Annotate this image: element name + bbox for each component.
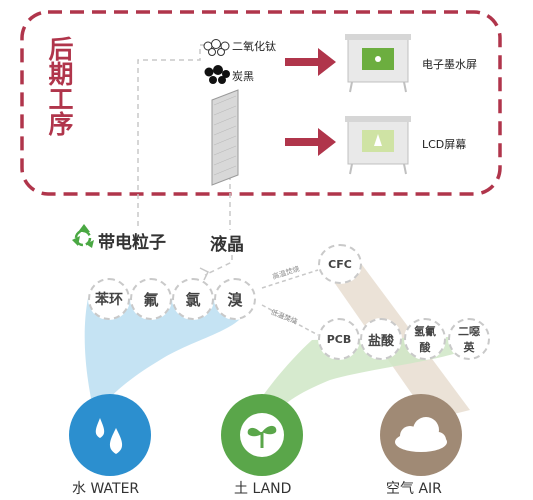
node-chlorine: 氯 [172, 278, 214, 320]
arrow-lcd [285, 128, 336, 156]
lc-panel-grid [213, 95, 237, 176]
node-benzene: 苯环 [88, 278, 130, 320]
node-benzene-text: 苯环 [95, 292, 123, 308]
tio2-icon [203, 39, 230, 56]
line-high-temp [261, 269, 319, 289]
lcd-icon [345, 116, 411, 175]
node-bromine: 溴 [214, 278, 256, 320]
node-fluorine-text: 氟 [143, 290, 159, 309]
stage-title-text: 后期工序 [45, 36, 74, 136]
node-cfc: CFC [318, 244, 362, 284]
line-low-temp [261, 304, 319, 336]
water-flow [84, 298, 250, 420]
charged-particles-label: 带电粒子 [98, 233, 166, 253]
node-dioxin: 二噁英 [448, 318, 490, 360]
land-caption: 土 LAND [234, 481, 292, 497]
node-fluorine: 氟 [130, 278, 172, 320]
tio2-label: 二氧化钛 [232, 40, 276, 53]
recycle-icon [72, 224, 94, 248]
arrow-epaper [285, 48, 336, 76]
arrowhead-lc [199, 267, 210, 281]
node-hcl: 盐酸 [360, 318, 402, 360]
liquid-crystal-label: 液晶 [210, 235, 244, 255]
epaper-icon [345, 34, 411, 93]
stage-box [20, 10, 502, 196]
lc-panel [211, 89, 239, 186]
water-icon [95, 418, 123, 454]
node-pcb: PCB [318, 318, 360, 360]
sprout-icon [240, 413, 284, 457]
connector-lc-down [204, 255, 233, 276]
node-pcb-text: PCB [326, 332, 352, 346]
water-circle [69, 394, 151, 476]
water-caption: 水 WATER [72, 481, 140, 497]
connector-particles [137, 44, 205, 230]
node-cfc-text: CFC [328, 257, 352, 271]
stage-title: 后期工序 [44, 36, 74, 136]
node-hcn-text: 氢氰酸 [414, 325, 436, 354]
node-chlorine-text: 氯 [185, 290, 201, 309]
lcd-label: LCD屏幕 [422, 138, 467, 151]
carbon-label: 炭黑 [232, 70, 254, 83]
epaper-label: 电子墨水屏 [422, 58, 477, 71]
node-dioxin-text: 二噁英 [458, 325, 480, 354]
node-hcl-text: 盐酸 [367, 333, 394, 349]
carbon-icon [204, 65, 230, 84]
cloud-icon [395, 417, 447, 452]
air-caption: 空气 AIR [386, 481, 442, 497]
node-bromine-text: 溴 [227, 290, 243, 309]
node-hcn: 氢氰酸 [404, 318, 446, 360]
